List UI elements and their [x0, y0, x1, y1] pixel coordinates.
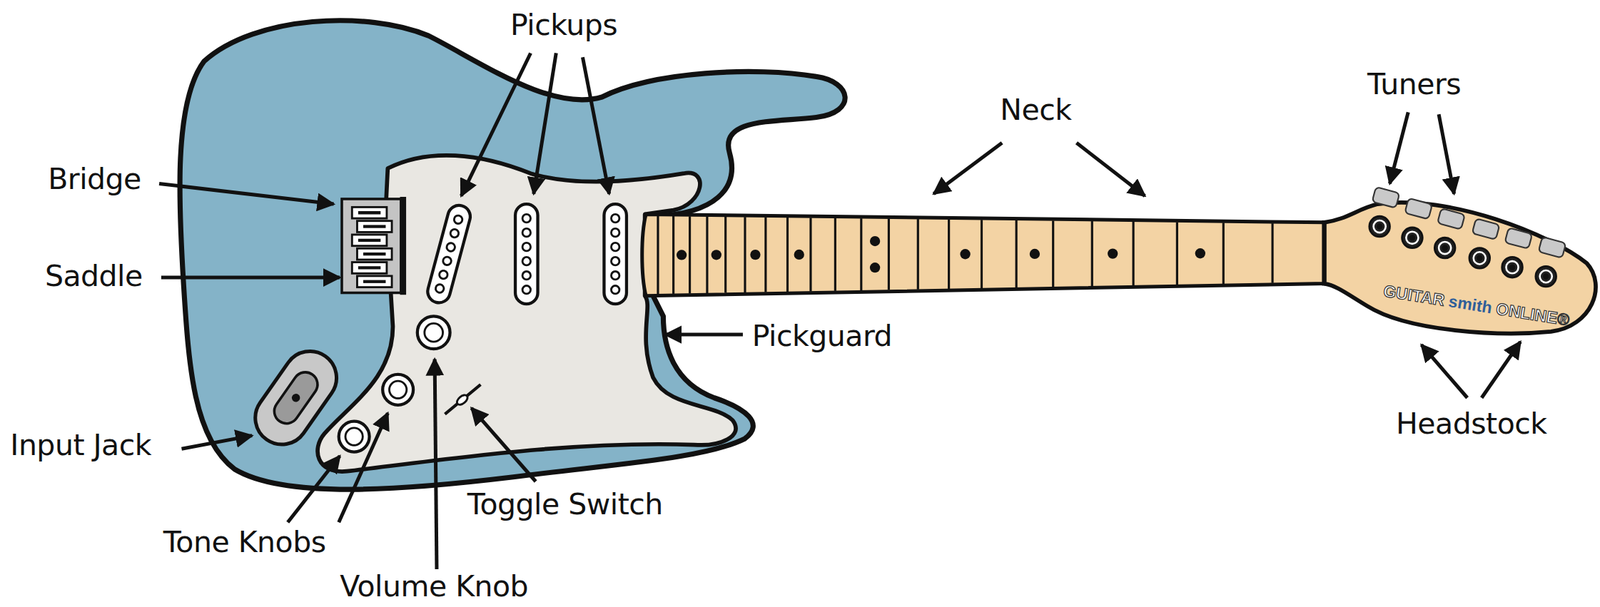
- part-label: Headstock: [1395, 409, 1548, 439]
- fret: [980, 219, 983, 289]
- fret: [688, 216, 691, 294]
- fret-marker: [1029, 249, 1040, 260]
- tuner: [1469, 218, 1500, 269]
- fret: [1051, 220, 1055, 287]
- saddle-piece: [356, 248, 392, 260]
- saddle-screw: [358, 211, 381, 215]
- fret-marker: [1195, 248, 1206, 259]
- part-label: Bridge: [47, 164, 142, 195]
- fret-marker: [959, 249, 970, 260]
- saddle-screw: [363, 224, 386, 228]
- fret: [1222, 222, 1225, 285]
- frets: [657, 216, 1273, 295]
- fret: [786, 217, 789, 292]
- fret-marker: [676, 249, 687, 260]
- fret: [859, 218, 863, 291]
- part-label: Pickguard: [752, 321, 893, 352]
- input-jack: [244, 341, 347, 456]
- saddle-piece: [351, 206, 387, 219]
- saddle-piece: [356, 221, 392, 233]
- fret: [705, 216, 708, 295]
- saddle-piece: [351, 234, 387, 247]
- fret: [1271, 223, 1274, 284]
- fret: [947, 219, 950, 290]
- fret: [656, 216, 659, 295]
- saddle-screw: [358, 266, 381, 270]
- headstock: [1324, 202, 1596, 334]
- fret-marker: [869, 236, 880, 247]
- part-label: Toggle Switch: [467, 490, 663, 520]
- fret: [743, 216, 746, 293]
- part-label: Tone Knobs: [163, 528, 327, 558]
- part-label: Saddle: [44, 261, 143, 292]
- tuner: [1535, 236, 1566, 287]
- fret: [917, 219, 920, 290]
- fret: [724, 216, 727, 294]
- saddle-screw: [363, 280, 386, 284]
- pickup: [425, 202, 474, 305]
- fret-marker: [711, 249, 722, 260]
- tuner: [1402, 198, 1433, 249]
- fret-marker: [1107, 248, 1118, 259]
- pickguard: [317, 155, 736, 472]
- bridge: [341, 196, 404, 295]
- pickup: [515, 204, 538, 305]
- fret: [809, 217, 812, 292]
- fret: [887, 219, 890, 291]
- fret: [764, 217, 767, 293]
- fret: [672, 216, 675, 295]
- fret-marker: [794, 249, 805, 260]
- part-label: Pickups: [510, 10, 618, 40]
- guitar-body: [179, 20, 845, 490]
- fret-marker: [869, 262, 880, 273]
- pickup: [603, 204, 626, 305]
- saddle-piece: [356, 276, 392, 288]
- fret: [1015, 220, 1018, 288]
- saddles: [351, 206, 392, 287]
- tuners: [1369, 186, 1566, 287]
- leader-lines: [159, 52, 1521, 570]
- part-label: Volume Knob: [339, 572, 529, 602]
- pickups: [425, 202, 627, 305]
- part-label: Input Jack: [9, 431, 152, 461]
- fret: [834, 218, 837, 292]
- part-label: Neck: [999, 95, 1072, 125]
- fret: [1176, 221, 1179, 285]
- saddle-screw: [358, 239, 381, 242]
- fretboard: [642, 214, 1325, 296]
- tuner: [1502, 227, 1533, 278]
- tuner: [1434, 208, 1465, 259]
- tuner: [1369, 186, 1400, 237]
- fret-marker: [750, 249, 761, 260]
- saddle-screw: [363, 252, 386, 256]
- part-label: Tuners: [1367, 69, 1461, 100]
- fret: [1091, 221, 1094, 287]
- fret: [1132, 221, 1135, 287]
- saddle-piece: [351, 262, 387, 275]
